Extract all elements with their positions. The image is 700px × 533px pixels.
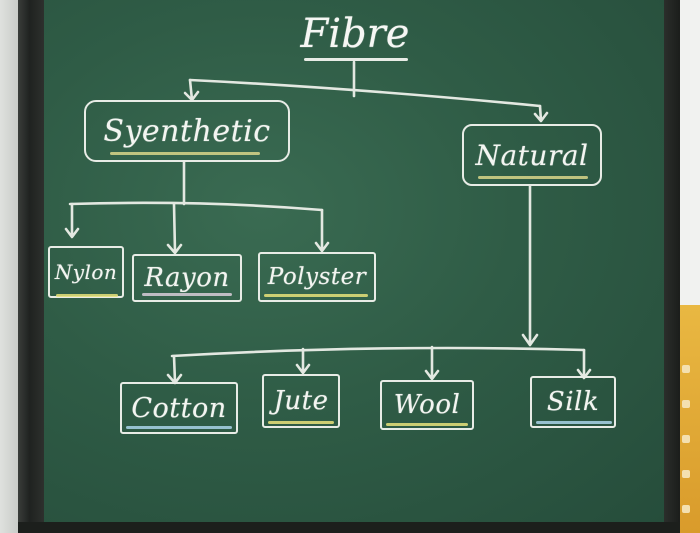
synthetic-branch-bar bbox=[68, 201, 324, 212]
natural-branch-bar bbox=[170, 346, 586, 358]
arrow-to-wool bbox=[424, 345, 440, 381]
synthetic-underline bbox=[110, 152, 260, 155]
item-node-silk: Silk bbox=[530, 376, 616, 428]
item-node-cotton: Cotton bbox=[120, 382, 238, 434]
category-node-synthetic: Syenthetic bbox=[84, 100, 290, 162]
arrow-to-jute bbox=[295, 347, 311, 375]
arrow-to-synthetic bbox=[183, 78, 200, 102]
nylon-underline bbox=[56, 294, 118, 297]
category-label-natural: Natural bbox=[475, 138, 589, 172]
item-node-rayon: Rayon bbox=[132, 254, 242, 302]
item-label-wool: Wool bbox=[393, 390, 461, 420]
cotton-underline bbox=[126, 426, 232, 429]
root-underline bbox=[304, 58, 408, 61]
natural-underline bbox=[478, 176, 588, 179]
rayon-underline bbox=[142, 293, 232, 296]
category-node-natural: Natural bbox=[462, 124, 602, 186]
item-label-polyster: Polyster bbox=[267, 264, 367, 290]
board-frame-left bbox=[18, 0, 44, 533]
board-frame-right bbox=[664, 0, 680, 533]
arrow-to-cotton bbox=[166, 354, 183, 385]
item-node-wool: Wool bbox=[380, 380, 474, 430]
arrow-to-polyster bbox=[314, 208, 330, 253]
jute-underline bbox=[268, 421, 334, 424]
item-label-silk: Silk bbox=[546, 387, 600, 417]
root-node-fibre: Fibre bbox=[300, 11, 410, 57]
item-node-jute: Jute bbox=[262, 374, 340, 428]
item-label-cotton: Cotton bbox=[131, 392, 227, 424]
item-node-polyster: Polyster bbox=[258, 252, 376, 302]
item-label-rayon: Rayon bbox=[144, 263, 230, 293]
arrow-to-natural bbox=[533, 104, 549, 123]
arrow-to-rayon bbox=[166, 202, 183, 255]
board-frame-bottom bbox=[18, 522, 680, 533]
item-node-nylon: Nylon bbox=[48, 246, 124, 298]
wall bbox=[0, 0, 18, 533]
root-branch-bar bbox=[188, 78, 542, 108]
category-label-synthetic: Syenthetic bbox=[103, 113, 271, 149]
polyster-underline bbox=[264, 294, 368, 297]
silk-underline bbox=[536, 421, 612, 424]
item-label-nylon: Nylon bbox=[54, 260, 118, 284]
wool-underline bbox=[386, 423, 468, 426]
arrow-to-nylon bbox=[64, 202, 80, 239]
arrow-to-silk bbox=[576, 348, 592, 380]
natural-stem bbox=[521, 184, 539, 347]
item-label-jute: Jute bbox=[273, 386, 329, 416]
